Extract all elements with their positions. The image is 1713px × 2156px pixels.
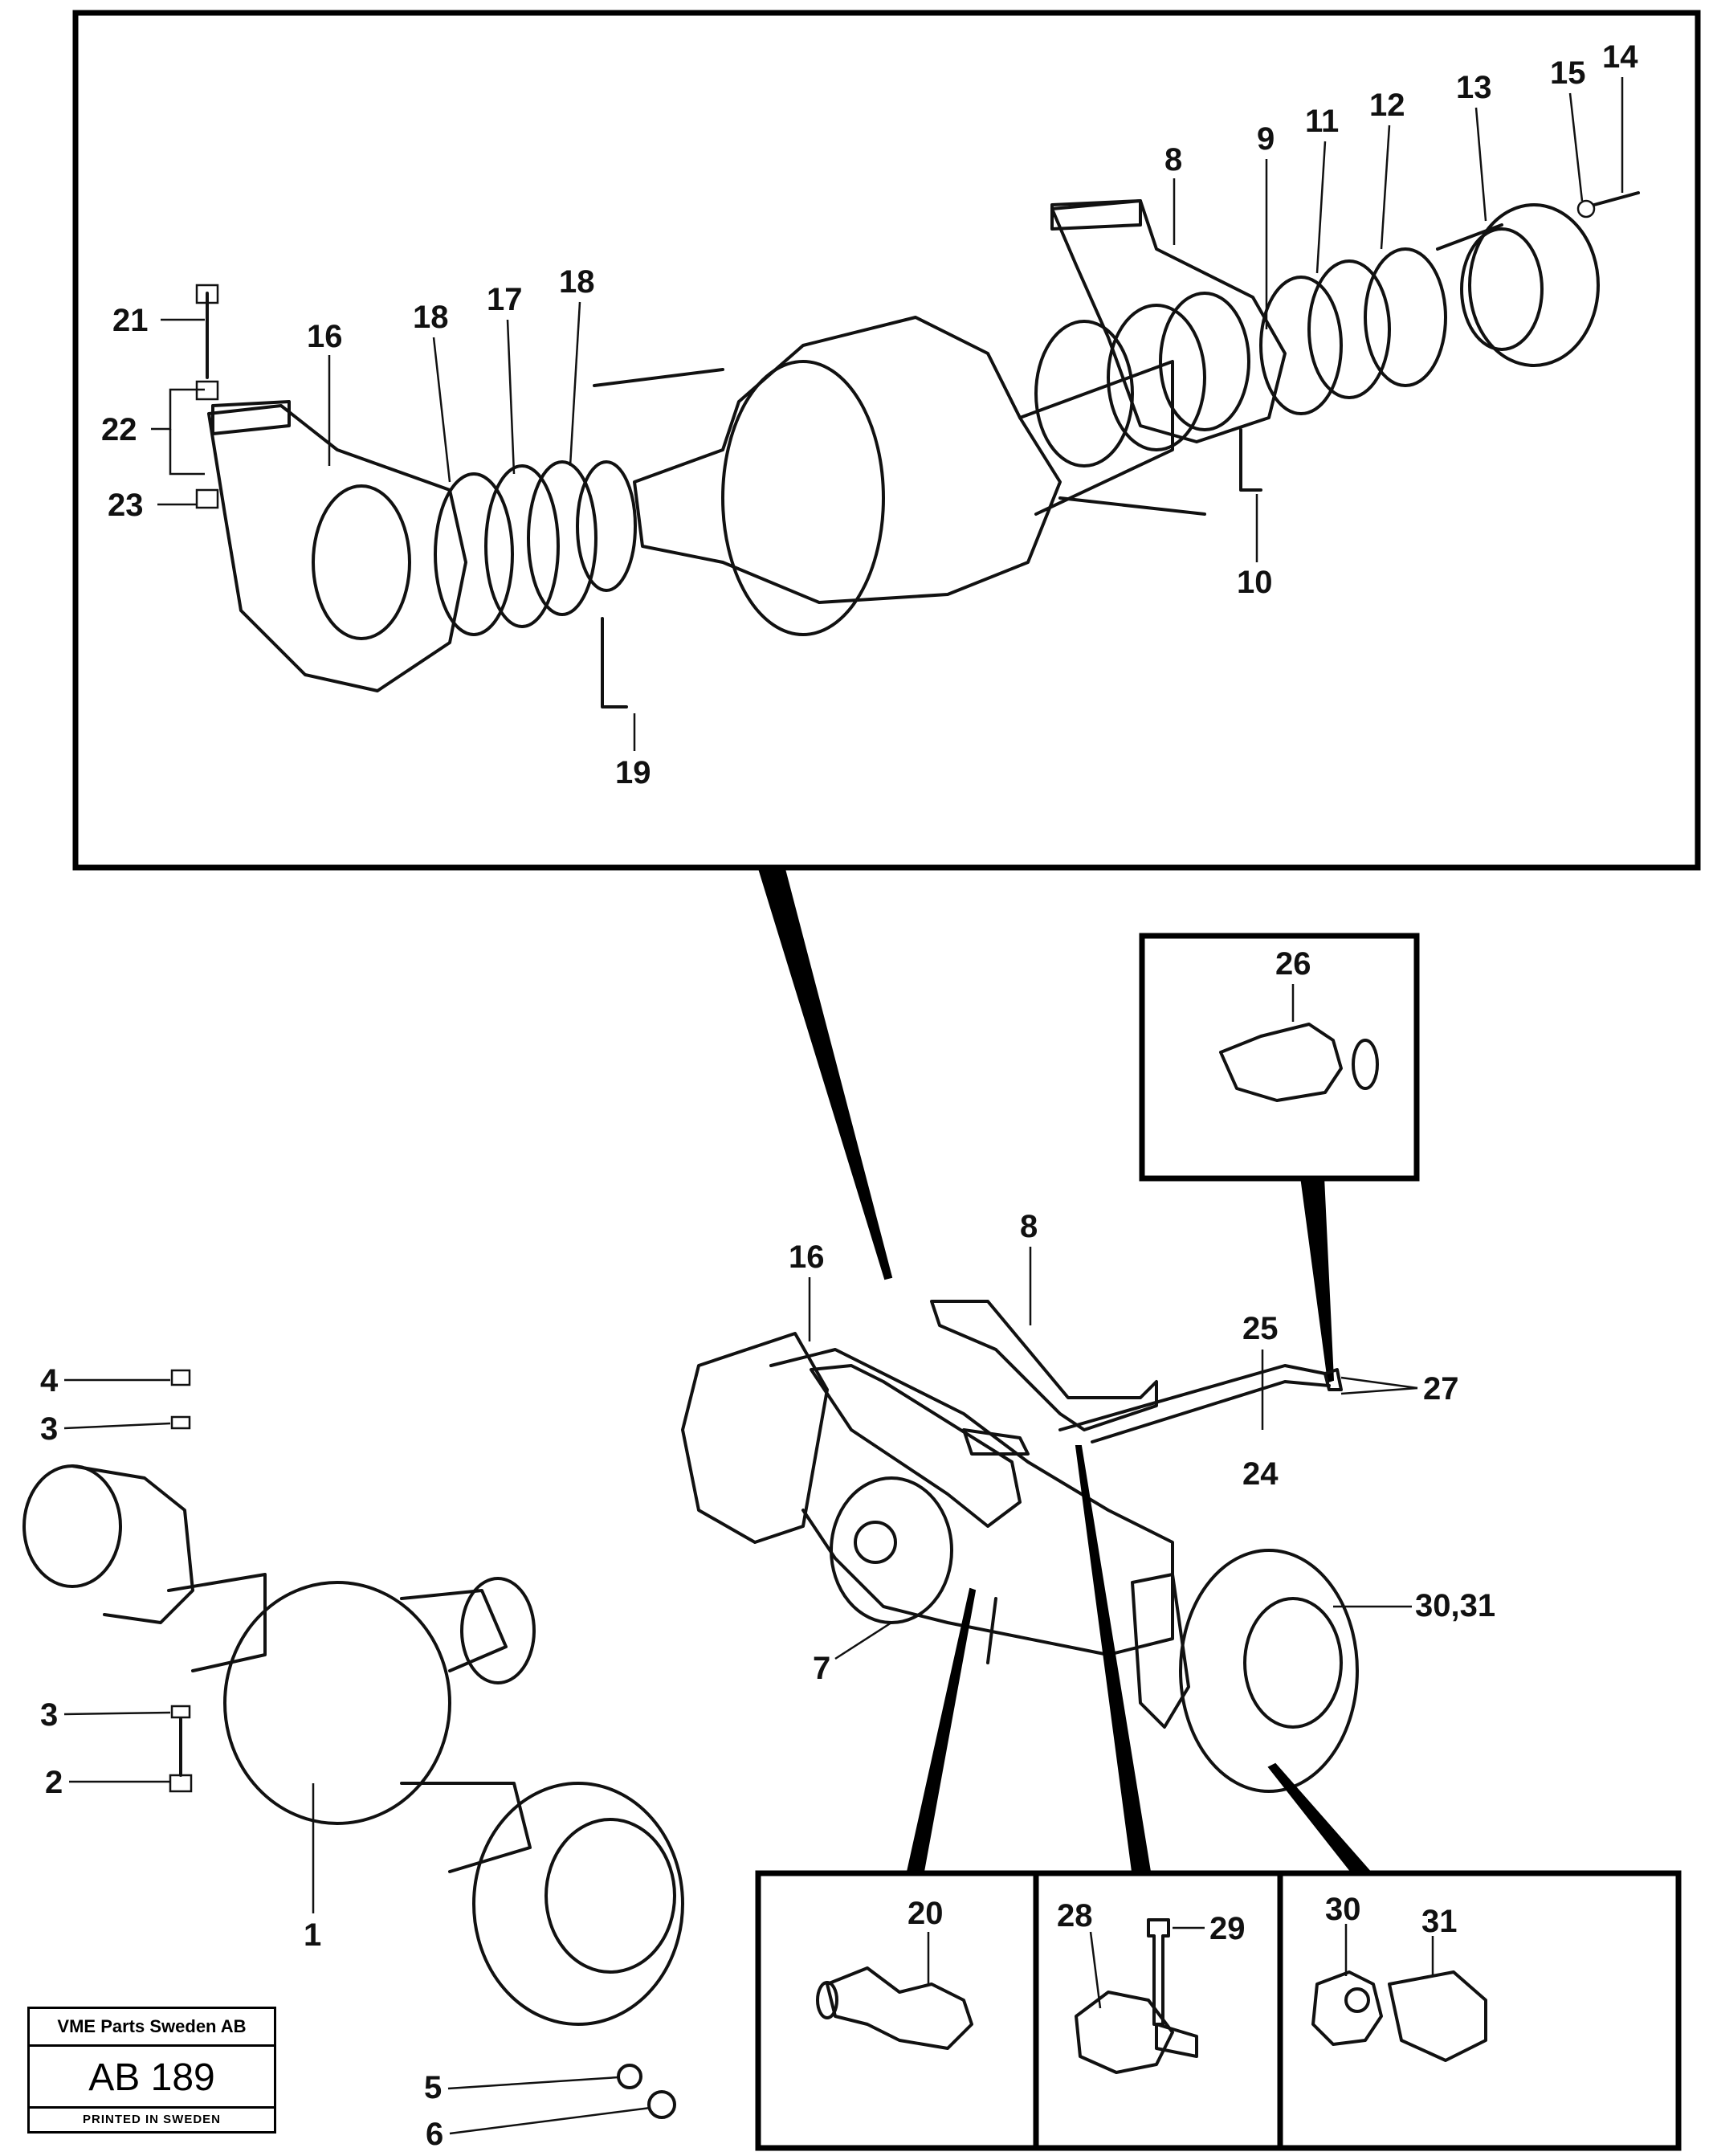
- detail-pointer-26: [1299, 1176, 1335, 1383]
- callout-2: 2: [45, 1765, 63, 1800]
- callout-16b: 16: [789, 1239, 825, 1275]
- title-block: VME Parts Sweden AB AB 189 PRINTED IN SW…: [27, 2007, 276, 2134]
- callout-18: 18: [413, 300, 449, 335]
- fitting-26: [1219, 984, 1379, 1102]
- elbow-fitting-20: [816, 1932, 973, 2050]
- detail-box-20: [755, 1870, 1039, 2151]
- callout-21: 21: [112, 303, 149, 338]
- callout-25: 25: [1242, 1311, 1279, 1346]
- callout-12: 12: [1369, 88, 1405, 123]
- drawing-code: AB 189: [88, 2056, 215, 2099]
- detail-pointer-30-31: [1267, 1762, 1372, 1875]
- callout-30-31: 30,31: [1415, 1588, 1495, 1623]
- callout-11: 11: [1305, 104, 1339, 139]
- callout-20: 20: [907, 1896, 944, 1931]
- callout-9: 9: [1257, 121, 1275, 157]
- callout-27: 27: [1423, 1371, 1459, 1407]
- callout-3b: 3: [40, 1697, 58, 1733]
- callout-29: 29: [1209, 1911, 1246, 1946]
- callout-14: 14: [1602, 39, 1638, 75]
- fasteners-top: [195, 191, 1640, 708]
- callout-3: 3: [40, 1411, 58, 1447]
- callout-19: 19: [615, 755, 651, 790]
- callout-15: 15: [1550, 55, 1586, 91]
- lower-left-callouts: 4 3 3 2 1 5 6: [40, 1363, 651, 2152]
- callout-23: 23: [108, 488, 144, 523]
- callout-16: 16: [307, 319, 343, 354]
- clamp-28-29: [1075, 1918, 1205, 2074]
- callout-4: 4: [40, 1363, 59, 1399]
- callout-7: 7: [813, 1651, 830, 1686]
- callout-24: 24: [1242, 1456, 1279, 1492]
- callout-5: 5: [424, 2070, 442, 2105]
- detail-pointer-top: [757, 865, 893, 1280]
- printed-in: PRINTED IN SWEDEN: [30, 2106, 274, 2131]
- lower-right-callouts: 16 8 25 24 27 7 30,31: [789, 1209, 1495, 1686]
- callout-1: 1: [304, 1917, 321, 1953]
- detail-box-30-31: [1277, 1870, 1682, 2151]
- callout-17: 17: [487, 282, 523, 317]
- top-detail-frame: [72, 10, 1701, 871]
- callout-31: 31: [1421, 1904, 1458, 1939]
- right-ring-set: [1034, 247, 1447, 468]
- callout-28: 28: [1057, 1898, 1093, 1933]
- callout-18b: 18: [559, 264, 595, 300]
- right-bracket: [1050, 199, 1287, 443]
- callout-30: 30: [1325, 1892, 1361, 1927]
- left-ring-set: [434, 460, 637, 636]
- callout-6: 6: [426, 2117, 443, 2152]
- left-bracket: [207, 400, 467, 692]
- company-name: VME Parts Sweden AB: [30, 2009, 274, 2047]
- callout-13: 13: [1456, 70, 1492, 105]
- callout-22: 22: [101, 412, 137, 447]
- top-callouts: 21 22 23 16 18 17 18 19 8 9 11 12 13 15 …: [101, 39, 1638, 790]
- detail-box-26: [1139, 933, 1420, 1182]
- lower-left-axle: [22, 1369, 684, 2119]
- callout-8b: 8: [1020, 1209, 1038, 1244]
- nuts-30-31: [1311, 1924, 1487, 2062]
- lower-axle-assembly: [681, 1300, 1359, 1793]
- hub: [1436, 203, 1600, 367]
- axle-housing: [593, 316, 1206, 636]
- callout-26: 26: [1275, 946, 1311, 982]
- detail-pointer-20: [906, 1587, 977, 1872]
- callout-8: 8: [1164, 142, 1182, 178]
- callout-10: 10: [1237, 565, 1273, 600]
